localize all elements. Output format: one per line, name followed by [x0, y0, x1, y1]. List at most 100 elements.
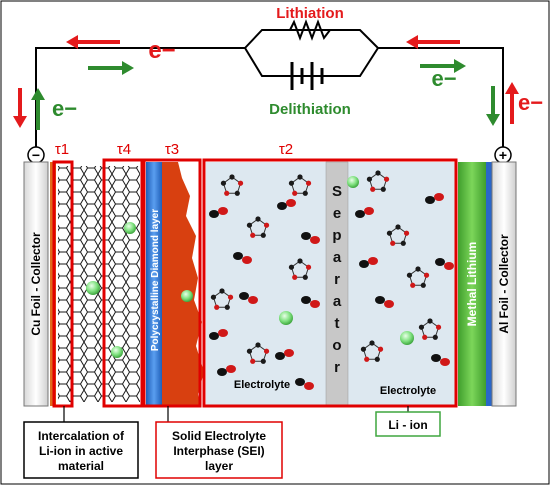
- molecule-atom: [301, 296, 311, 304]
- molecule-atom: [422, 334, 428, 340]
- electrolyte-left-region: [206, 162, 326, 406]
- arrow-down-red-icon: [13, 88, 27, 128]
- electron-right-red-label: e−: [518, 90, 543, 115]
- molecule-atom: [239, 292, 249, 300]
- molecule-atom: [234, 190, 240, 196]
- molecule-atom: [434, 193, 444, 201]
- molecule-atom: [403, 230, 410, 236]
- diamond-layer-label: Polycrystalline Diamond layer: [150, 209, 161, 351]
- polycrystalline-diamond-layer: [146, 162, 162, 406]
- molecule-atom: [427, 318, 433, 324]
- molecule-atom: [246, 222, 253, 228]
- molecule-atom: [384, 300, 394, 308]
- resistor-icon: [289, 19, 331, 41]
- molecule-atom: [395, 224, 401, 230]
- molecule-atom: [288, 180, 295, 186]
- intercalation-callout-box: [23, 421, 139, 479]
- molecule-atom: [305, 264, 312, 270]
- tau2-label: τ2: [279, 141, 293, 158]
- molecule-atom: [263, 348, 270, 354]
- molecule-atom: [218, 329, 228, 337]
- tau4-label: τ4: [117, 141, 131, 158]
- electrolyte-right-region: [348, 162, 456, 406]
- li-ion-callout-box: [375, 411, 441, 437]
- molecule-atom: [302, 190, 308, 196]
- molecule-atom: [263, 222, 270, 228]
- electrolyte-left-label: Electrolyte: [234, 379, 290, 391]
- region-frames: [52, 158, 458, 408]
- molecule-atom: [297, 258, 303, 264]
- molecule-atom: [440, 358, 450, 366]
- molecule-atom: [304, 382, 314, 390]
- molecule-atom: [219, 288, 225, 294]
- molecule-atom: [364, 356, 370, 362]
- molecule-atom: [242, 256, 252, 264]
- molecule-atom: [209, 210, 219, 218]
- molecule-atom: [386, 230, 393, 236]
- molecule-atom: [366, 176, 373, 182]
- li-ion-dot: [400, 331, 414, 345]
- li-ion-dot: [347, 176, 359, 188]
- li-ion-dot: [124, 222, 136, 234]
- molecule-atom: [380, 186, 386, 192]
- metal-lithium-layer: [458, 162, 486, 406]
- tau2-frame: [202, 158, 458, 408]
- molecule-atom: [250, 232, 256, 238]
- molecule-atom: [297, 174, 303, 180]
- molecule-atom: [248, 296, 258, 304]
- electrolyte-molecules: [209, 170, 454, 390]
- molecule-atom: [374, 356, 380, 362]
- molecule-atom: [209, 332, 219, 340]
- tau1-label: τ1: [55, 141, 69, 158]
- molecule-atom: [368, 257, 378, 265]
- molecule-atom: [220, 180, 227, 186]
- cu-foil-label: Cu Foil - Collector: [29, 232, 43, 336]
- molecule-atom: [260, 232, 266, 238]
- molecule-atom: [310, 236, 320, 244]
- molecule-atom: [237, 180, 244, 186]
- molecule-atom: [305, 180, 312, 186]
- molecule-atom: [420, 282, 426, 288]
- li-ion-callout: Li - ion: [388, 418, 427, 432]
- molecule-atom: [227, 294, 234, 300]
- molecule-atom: [277, 202, 287, 210]
- molecule-atom: [295, 378, 305, 386]
- molecule-atom: [218, 207, 228, 215]
- molecule-atom: [410, 282, 416, 288]
- molecule-atom: [229, 174, 235, 180]
- sei-callout-box: [155, 421, 283, 479]
- molecule-atom: [292, 190, 298, 196]
- molecule-atom: [250, 358, 256, 364]
- molecule-atom: [246, 348, 253, 354]
- cu-foil-collector: [23, 161, 49, 407]
- molecule-atom: [210, 294, 217, 300]
- arrow-left-red-right-icon: [406, 35, 460, 49]
- arrow-up-green-icon: [31, 88, 45, 130]
- svg-text:−: −: [32, 147, 40, 163]
- terminal-plus-icon: +: [494, 146, 512, 164]
- li-ion-dot: [181, 290, 193, 302]
- molecule-atom: [360, 346, 367, 352]
- al-foil-label: Al Foil - Collector: [497, 234, 511, 334]
- molecule-atom: [310, 300, 320, 308]
- electron-right-label: e−: [431, 66, 456, 91]
- electrolyte-right-label: Electrolyte: [380, 385, 436, 397]
- molecule-atom: [383, 176, 390, 182]
- molecule-atom: [301, 232, 311, 240]
- lithiation-label: Lithiation: [276, 5, 344, 22]
- tau1-frame: [52, 160, 74, 408]
- molecule-atom: [255, 216, 261, 222]
- molecule-atom: [375, 170, 381, 176]
- metal-lithium-label: Methal Lithium: [465, 242, 479, 327]
- molecule-atom: [423, 272, 430, 278]
- battery-icon: [262, 62, 360, 90]
- molecule-atom: [390, 240, 396, 246]
- molecule-atom: [406, 272, 413, 278]
- molecule-atom: [359, 260, 369, 268]
- molecule-atom: [355, 210, 365, 218]
